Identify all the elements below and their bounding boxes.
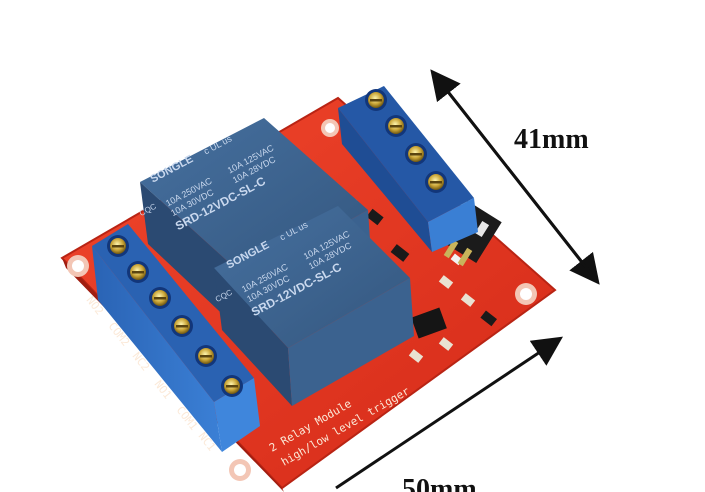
- height-dimension-arrow: [430, 69, 600, 285]
- mounting-hole: [321, 119, 339, 137]
- terminal-screw: [385, 115, 407, 137]
- terminal-screw: [127, 261, 149, 283]
- terminal-screw: [425, 171, 447, 193]
- mounting-hole: [67, 255, 89, 277]
- mounting-hole: [229, 459, 251, 481]
- terminal-screw: [405, 143, 427, 165]
- terminal-screw: [149, 287, 171, 309]
- mounting-hole: [515, 283, 537, 305]
- terminal-screw: [365, 89, 387, 111]
- terminal-screw: [221, 375, 243, 397]
- terminal-screw: [171, 315, 193, 337]
- input-terminal-block: [338, 86, 478, 252]
- terminal-screw: [195, 345, 217, 367]
- height-dimension-label: 41mm: [514, 124, 589, 155]
- width-dimension-arrow: [335, 336, 563, 490]
- relay-2: SONGLE c UL us CQC 10A 250VAC 10A 125VAC…: [214, 206, 414, 406]
- width-dimension-label: 50mm: [402, 474, 477, 492]
- output-terminal-block: [92, 224, 260, 452]
- terminal-screw: [107, 235, 129, 257]
